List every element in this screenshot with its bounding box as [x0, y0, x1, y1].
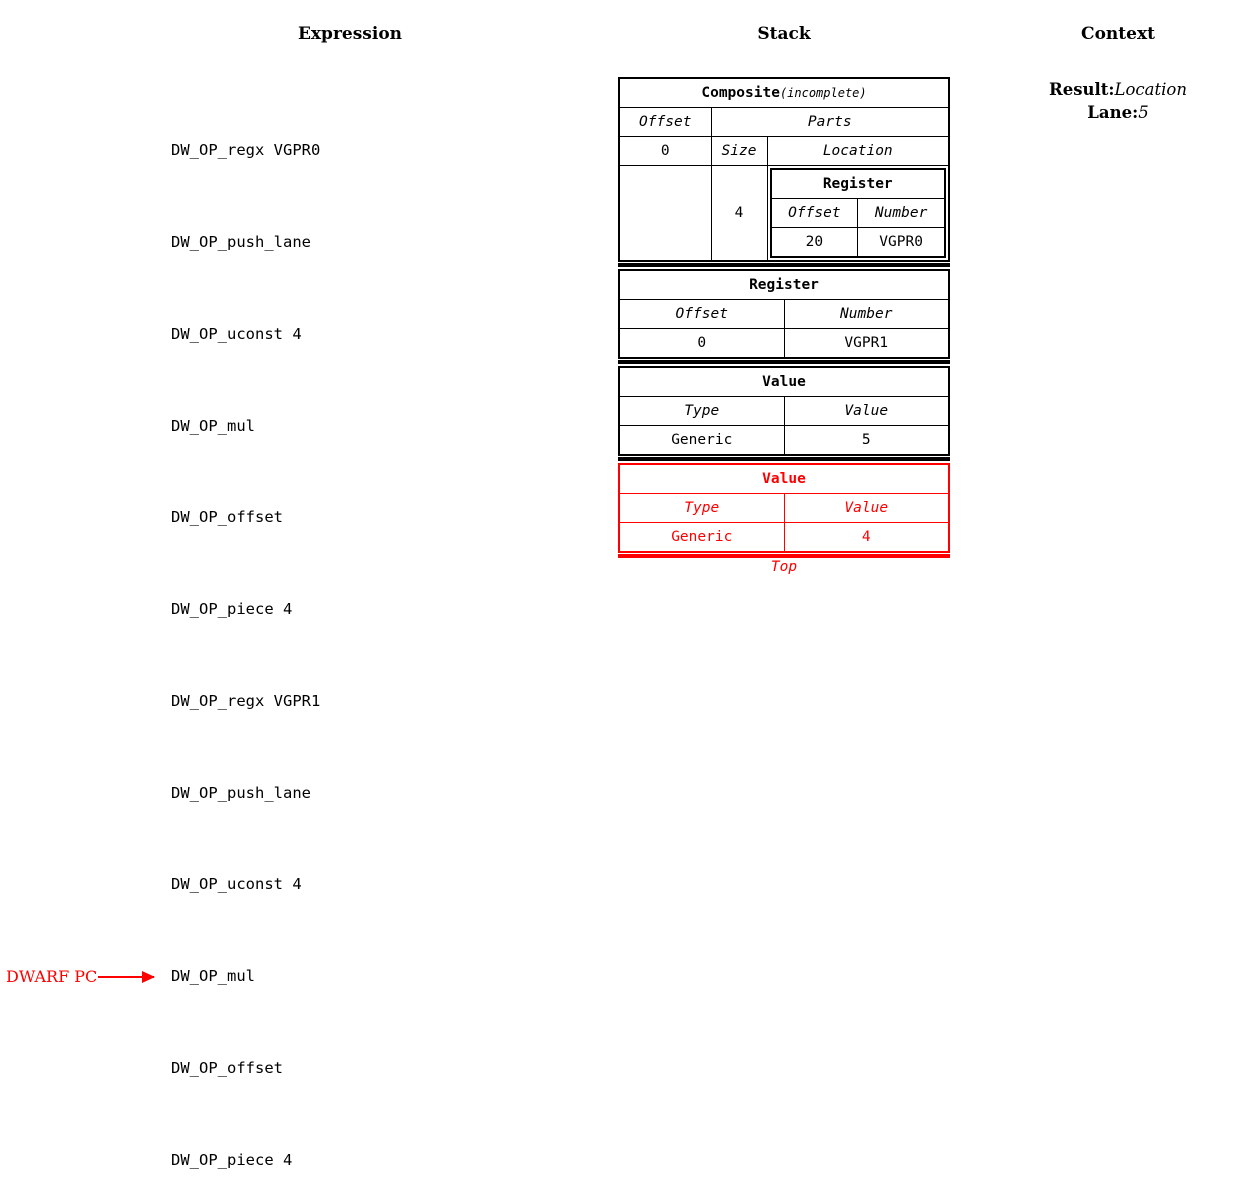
nested-register-value-row: 20 VGPR0 [769, 227, 946, 258]
register-header-row: Offset Number [618, 299, 950, 329]
composite-title-cell: Composite(incomplete) [618, 77, 950, 108]
page-title-stack: Stack [757, 24, 811, 44]
value-type-value: Generic [618, 425, 785, 456]
stack-entry-composite[interactable]: Composite(incomplete) Offset Parts 0 Siz… [618, 77, 950, 262]
value-value-header: Value [783, 396, 950, 426]
nested-register-offset-value: 20 [769, 227, 859, 258]
value-top-header-row: Type Value [618, 493, 950, 523]
stack-separator-2 [618, 457, 950, 461]
expression-op-10: DW_OP_offset [171, 1059, 283, 1077]
context-value-lane: 5 [1138, 103, 1149, 122]
value-top-type-header: Type [618, 493, 785, 523]
value-table: Value Type Value Generic 5 [618, 366, 950, 456]
stack-entry-value-top[interactable]: Value Type Value Generic 4 [618, 463, 950, 553]
composite-offset-value: 0 [618, 136, 712, 166]
expression-op-3: DW_OP_mul [171, 416, 255, 435]
context-key-result: Result: [1049, 80, 1115, 99]
stack-entry-value[interactable]: Value Type Value Generic 5 [618, 366, 950, 456]
expression-op-11: DW_OP_piece 4 [171, 1150, 293, 1169]
value-title-row: Value [618, 366, 950, 397]
composite-title-row: Composite(incomplete) [618, 77, 950, 108]
composite-part-row: 4 Register Offset Number [618, 165, 950, 262]
value-title: Value [618, 366, 950, 397]
expression-op-8: DW_OP_uconst 4 [171, 875, 302, 894]
stack-separator-0 [618, 263, 950, 267]
context-key-lane: Lane: [1087, 103, 1139, 122]
value-top-value-value: 4 [783, 522, 950, 553]
expression-op-9: DW_OP_mul [171, 967, 255, 986]
composite-title-suffix: (incomplete) [779, 86, 867, 100]
arrow-right-icon [98, 970, 156, 983]
nested-register-offset-header: Offset [769, 198, 859, 228]
nested-register-table: Register Offset Number 20 VGPR0 [769, 168, 946, 258]
expression-operation-list: DW_OP_regx VGPR0 DW_OP_push_lane DW_OP_u… [171, 74, 320, 1186]
nested-register-title: Register [770, 168, 946, 199]
composite-part-size-header: Size [710, 136, 768, 166]
value-value-value: 5 [783, 425, 950, 456]
register-offset-value: 0 [618, 328, 785, 359]
stack-separator-1 [618, 360, 950, 364]
page-title-expression: Expression [297, 24, 403, 44]
register-value-row: 0 VGPR1 [618, 328, 950, 359]
composite-title: Composite [701, 85, 780, 101]
value-type-header: Type [618, 396, 785, 426]
composite-part-location-cell: Register Offset Number 20 VGPR0 [766, 165, 950, 262]
expression-op-1: DW_OP_push_lane [171, 232, 311, 251]
expression-op-2: DW_OP_uconst 4 [171, 324, 302, 343]
value-top-type-value: Generic [618, 522, 785, 553]
page-title-context: Context [1081, 24, 1155, 44]
expression-op-6: DW_OP_regx VGPR1 [171, 691, 321, 710]
composite-part-location-header: Location [766, 136, 950, 166]
composite-parts-header: Parts [710, 107, 950, 137]
value-top-table: Value Type Value Generic 4 [618, 463, 950, 553]
nested-register-number-header: Number [857, 198, 946, 228]
expression-op-5: DW_OP_piece 4 [171, 600, 293, 619]
register-number-header: Number [783, 299, 950, 329]
value-top-title-row: Value [618, 463, 950, 494]
stack-top-bar [618, 554, 950, 558]
composite-header-row-2: 0 Size Location [618, 136, 950, 166]
context-value-result: Location [1114, 80, 1187, 99]
dwarf-pc-label: DWARF PC [6, 967, 98, 987]
context-row-result: Result:Location [1018, 78, 1218, 101]
composite-header-row-1: Offset Parts [618, 107, 950, 137]
dwarf-pc-marker: DWARF PC [6, 967, 156, 987]
value-top-value-row: Generic 4 [618, 522, 950, 553]
register-title: Register [618, 269, 950, 300]
stack-top-label: Top [770, 559, 798, 575]
register-number-value: VGPR1 [783, 328, 950, 359]
register-table: Register Offset Number 0 VGPR1 [618, 269, 950, 359]
expression-op-4: DW_OP_offset [171, 508, 283, 527]
expression-op-0: DW_OP_regx VGPR0 [171, 141, 321, 160]
register-title-row: Register [618, 269, 950, 300]
value-header-row: Type Value [618, 396, 950, 426]
composite-offset-spacer [618, 165, 712, 262]
context-row-lane: Lane:5 [1018, 101, 1218, 124]
expression-op-7: DW_OP_push_lane [171, 783, 311, 802]
register-offset-header: Offset [618, 299, 785, 329]
composite-part-size-value: 4 [710, 165, 768, 262]
stack-entry-register[interactable]: Register Offset Number 0 VGPR1 [618, 269, 950, 359]
composite-table: Composite(incomplete) Offset Parts 0 Siz… [618, 77, 950, 262]
context-block: Result:Location Lane:5 [1018, 78, 1218, 124]
composite-offset-header: Offset [618, 107, 712, 137]
nested-register-header-row: Offset Number [769, 198, 946, 228]
value-top-title: Value [618, 463, 950, 494]
value-top-value-header: Value [783, 493, 950, 523]
nested-register-number-value: VGPR0 [857, 227, 946, 258]
value-value-row: Generic 5 [618, 425, 950, 456]
stack-container: Composite(incomplete) Offset Parts 0 Siz… [618, 77, 950, 575]
nested-register-title-row: Register [770, 168, 946, 199]
